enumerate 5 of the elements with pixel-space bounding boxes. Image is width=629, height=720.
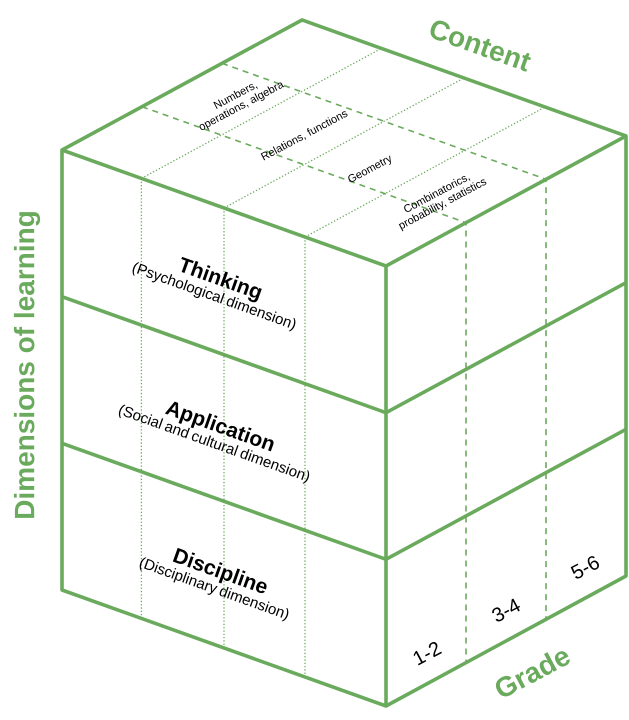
axis-title: Grade	[496, 651, 570, 696]
grade-label: 3-4	[492, 598, 520, 622]
grade-label: 5-6	[570, 556, 600, 579]
grade-label: 1-2	[414, 642, 442, 666]
axis-title: Dimensions of learning	[14, 212, 40, 518]
